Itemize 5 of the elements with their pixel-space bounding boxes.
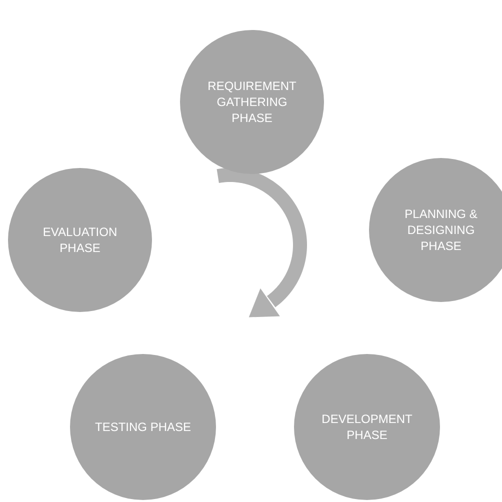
phase-label: PLANNING & DESIGNING PHASE [404, 206, 478, 254]
phase-label: REQUIREMENT GATHERING PHASE [206, 78, 298, 126]
phase-label: TESTING PHASE [94, 419, 192, 435]
phase-label: DEVELOPMENT PHASE [320, 411, 414, 443]
phase-label: EVALUATION PHASE [42, 224, 118, 256]
